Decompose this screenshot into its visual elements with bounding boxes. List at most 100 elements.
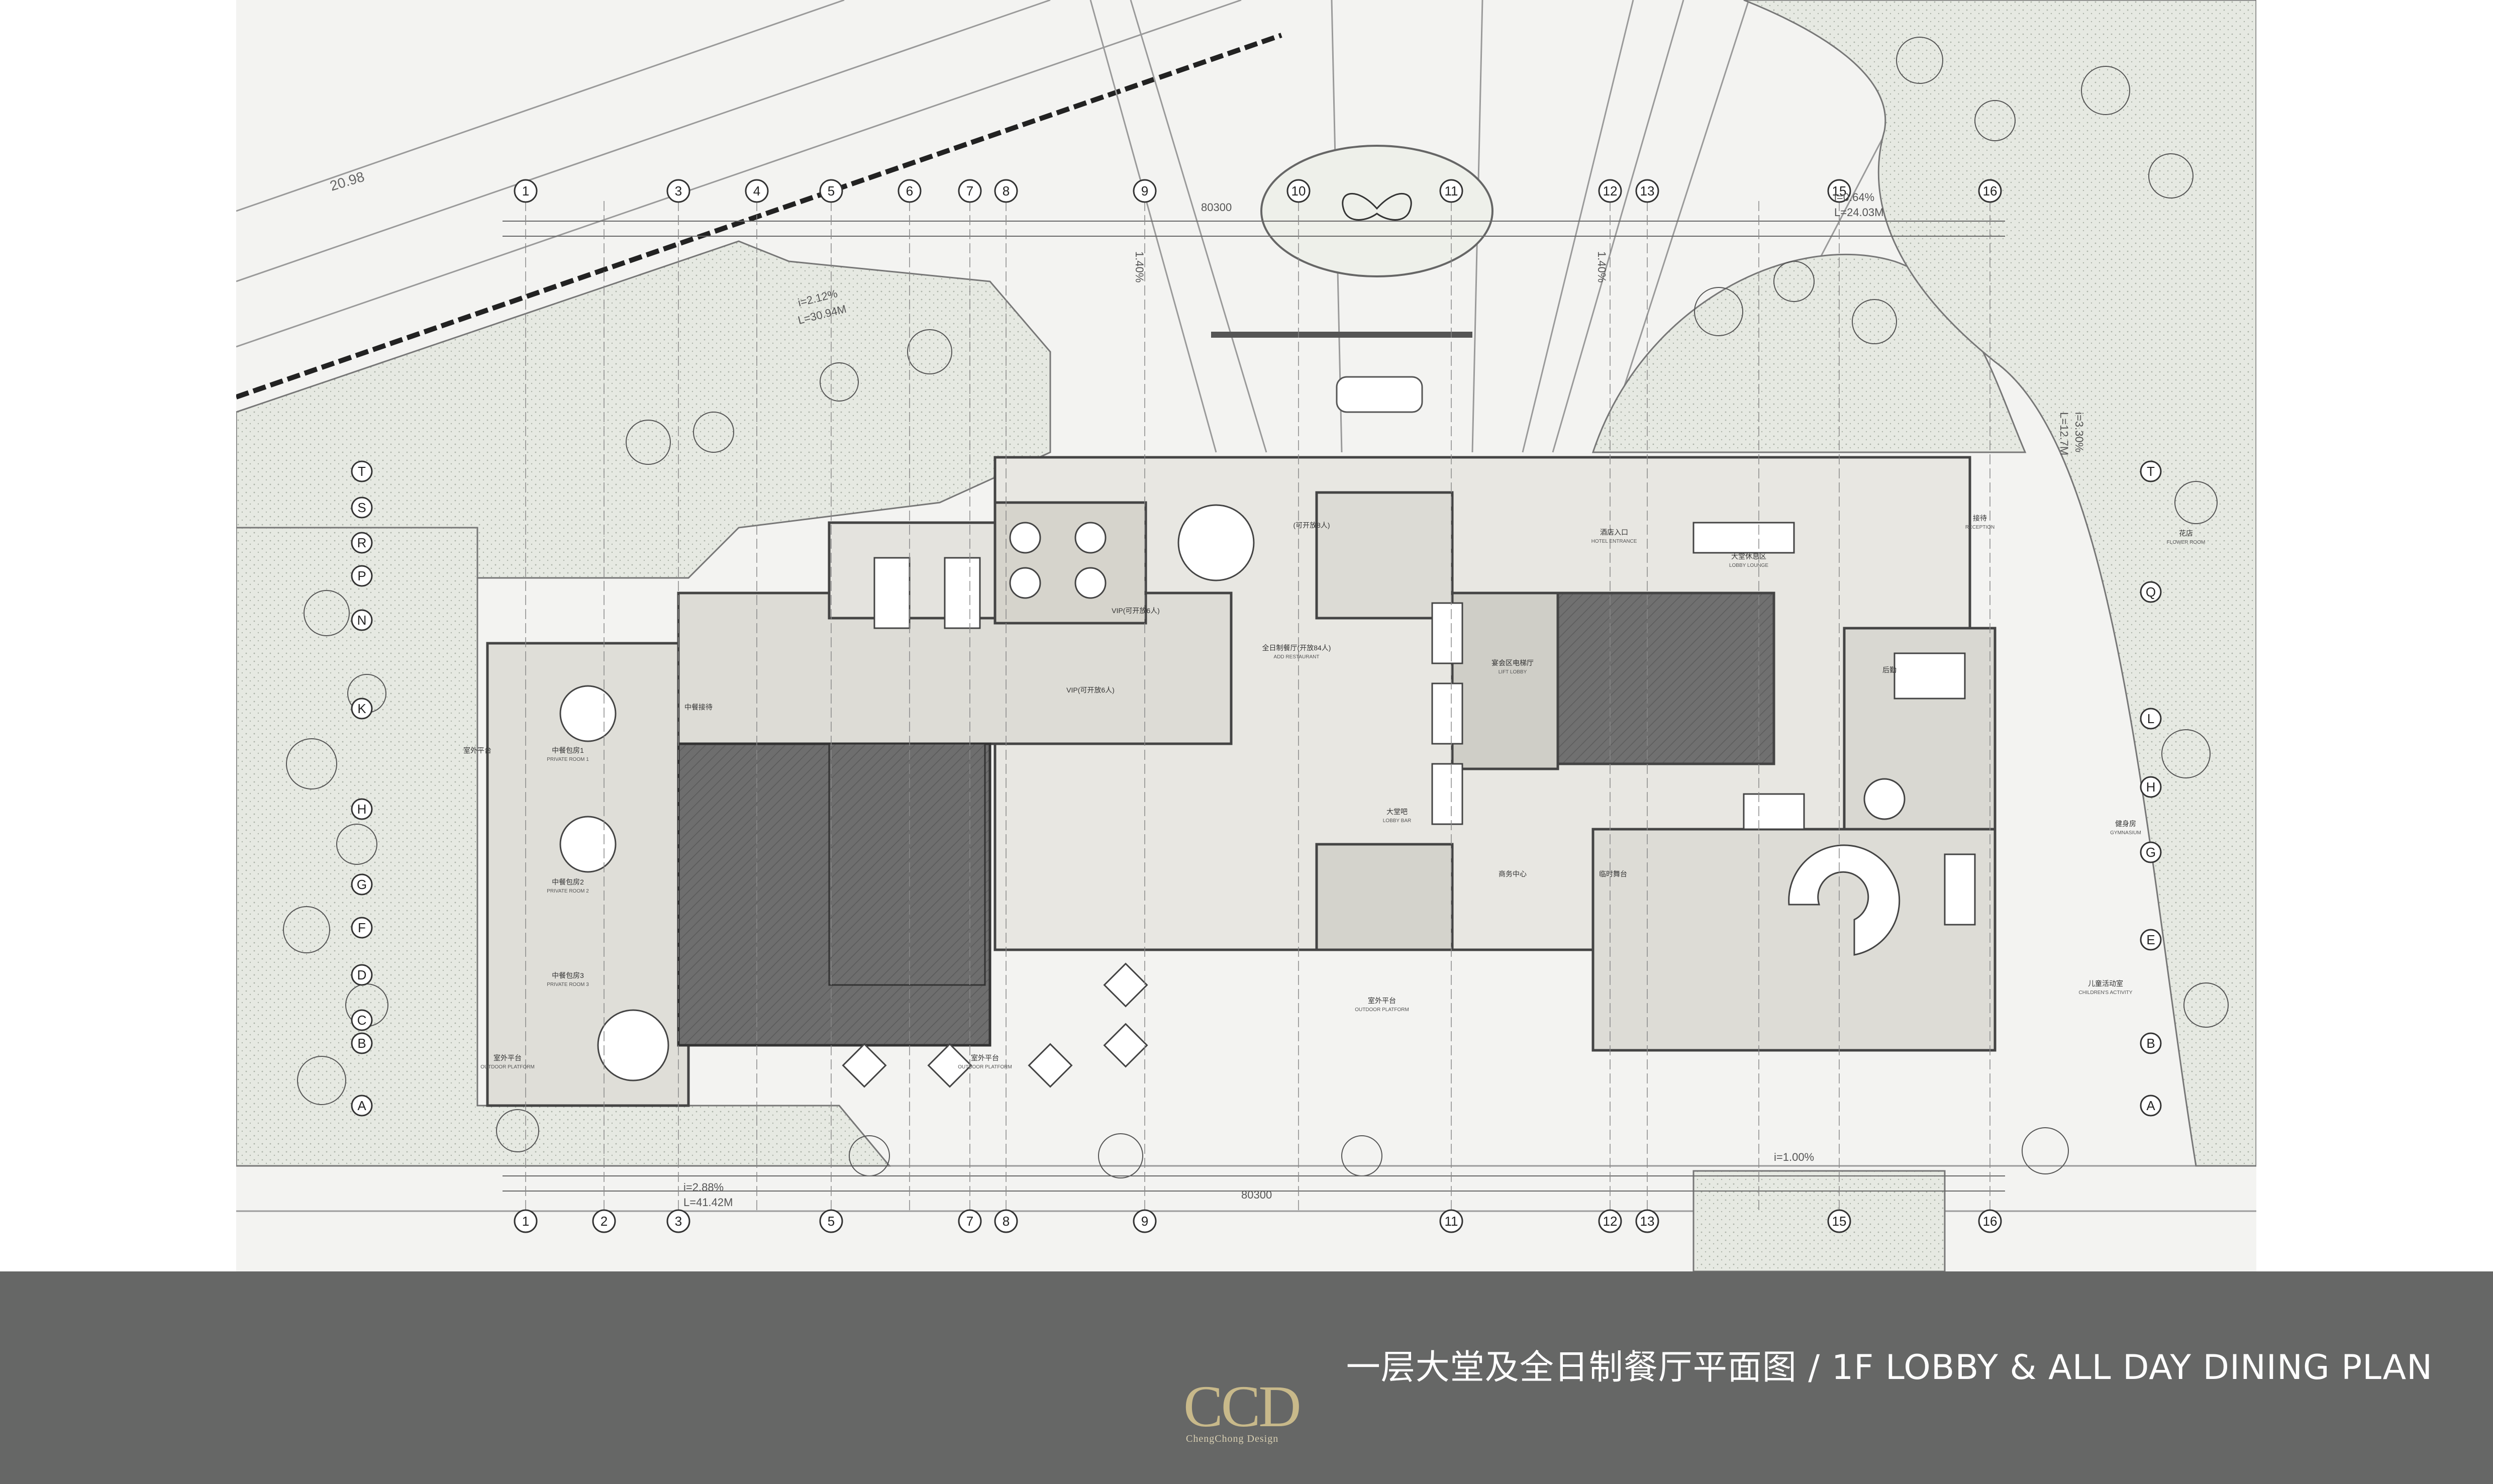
room-label-en: LOBBY BAR — [1383, 818, 1412, 824]
svg-text:5: 5 — [828, 183, 835, 199]
room-label: 临时舞台 — [1599, 870, 1627, 878]
svg-text:13: 13 — [1640, 1214, 1655, 1229]
room-label: 大堂休息区 — [1731, 552, 1766, 560]
room-label-en: PRIVATE ROOM 2 — [547, 888, 589, 894]
grid-column-bubble: 10 — [1286, 179, 1311, 203]
svg-text:S: S — [357, 500, 366, 515]
svg-text:16: 16 — [1983, 1214, 1998, 1229]
grid-column-bubble: 13 — [1635, 179, 1659, 203]
room-label-en: OUTDOOR PLATFORM — [480, 1064, 535, 1070]
grid-column-bubble: 8 — [994, 179, 1018, 203]
grid-row-bubble: T — [351, 460, 373, 482]
svg-text:10: 10 — [1291, 183, 1306, 199]
dimension-lines — [503, 221, 2005, 1192]
grid-row-bubble: C — [351, 1009, 373, 1031]
room-label-en: OUTDOOR PLATFORM — [958, 1064, 1012, 1070]
grid-column-bubble: 16 — [1978, 179, 2002, 203]
svg-text:H: H — [357, 802, 367, 817]
room-label-en: OUTDOOR PLATFORM — [1355, 1007, 1409, 1013]
svg-text:F: F — [358, 920, 366, 935]
spiral-stair — [1788, 844, 1901, 956]
svg-text:12: 12 — [1603, 183, 1618, 199]
room-label: 中餐接待 — [684, 703, 713, 711]
svg-text:2: 2 — [601, 1214, 608, 1229]
svg-text:A: A — [357, 1098, 366, 1113]
ccd-logo-subtitle: ChengChong Design — [1186, 1433, 1279, 1444]
svg-text:12: 12 — [1603, 1214, 1618, 1229]
room-label: 酒店入口 — [1600, 528, 1628, 536]
svg-text:R: R — [357, 535, 367, 550]
drawing-title: 一层大堂及全日制餐厅平面图 / 1F LOBBY & ALL DAY DININ… — [1346, 1348, 2433, 1388]
room-label: 宴会区电梯厅 — [1491, 659, 1534, 667]
grid-column-bubble: 1 — [514, 1209, 538, 1233]
grid-row-bubble: T — [2140, 460, 2162, 482]
svg-text:16: 16 — [1983, 183, 1998, 199]
grid-row-bubble: N — [351, 609, 373, 631]
grid-row-bubble: F — [351, 917, 373, 939]
room-label: 中餐包房1 — [552, 746, 584, 754]
svg-text:13: 13 — [1640, 183, 1655, 199]
grid-row-bubble: A — [351, 1095, 373, 1117]
grid-row-bubble: B — [2140, 1032, 2162, 1054]
grid-bubbles-right: T Q L H G E B A — [2140, 460, 2162, 1117]
room-label: VIP(可开放6人) — [1112, 607, 1160, 615]
room-label-en: RECEPTION — [1965, 525, 1995, 530]
room-label: 室外平台 — [1368, 997, 1396, 1005]
grid-column-bubble: 1 — [514, 179, 538, 203]
grid-column-bubble: 15 — [1827, 179, 1851, 203]
outdoor-tables — [842, 962, 1148, 1088]
svg-text:11: 11 — [1445, 1214, 1458, 1229]
floor-plan-area: 1 3 4 5 6 7 8 9 10 11 12 13 15 16 1 2 3 … — [236, 0, 2256, 1271]
grid-row-bubble: D — [351, 964, 373, 986]
grid-column-bubble: 9 — [1133, 179, 1157, 203]
svg-text:P: P — [357, 568, 366, 583]
svg-text:B: B — [2146, 1036, 2155, 1051]
room-label: VIP(可开放6人) — [1066, 686, 1115, 694]
svg-text:Q: Q — [2146, 584, 2156, 600]
slope-mark: 1.40% — [1595, 251, 1608, 282]
svg-text:T: T — [358, 464, 366, 479]
grid-column-bubble: 7 — [958, 1209, 982, 1233]
room-label: 商务中心 — [1499, 870, 1527, 878]
slope-mark: i=0.64% — [1834, 191, 1874, 204]
room-labels: 中餐包房1 PRIVATE ROOM 1 中餐包房2 PRIVATE ROOM … — [463, 514, 2205, 1070]
slope-mark: i=1.00% — [1774, 1151, 1814, 1163]
dimension-total: 80300 — [1241, 1189, 1272, 1201]
grid-column-bubble: 15 — [1827, 1209, 1851, 1233]
room-label-en: HOTEL ENTRANCE — [1591, 539, 1637, 544]
footer-band — [0, 1271, 2493, 1484]
grid-row-bubble: A — [2140, 1095, 2162, 1117]
svg-text:L: L — [2147, 711, 2154, 726]
butterfly-sculpture — [1342, 192, 1412, 221]
grid-column-bubble: 8 — [994, 1209, 1018, 1233]
svg-text:K: K — [357, 701, 366, 716]
room-label: (可开放8人) — [1293, 521, 1330, 529]
grid-column-bubble: 7 — [958, 179, 982, 203]
svg-text:11: 11 — [1445, 183, 1458, 199]
grid-column-bubble: 2 — [592, 1209, 616, 1233]
grid-bubbles-bottom: 1 2 3 5 7 8 9 11 12 13 15 16 — [514, 1209, 2002, 1233]
kitchen-block-2 — [828, 743, 986, 986]
svg-text:8: 8 — [1003, 1214, 1010, 1229]
svg-text:A: A — [2146, 1098, 2155, 1113]
grid-column-bubble: 5 — [819, 179, 843, 203]
svg-text:D: D — [357, 967, 367, 982]
svg-text:9: 9 — [1141, 183, 1148, 199]
grid-column-bubble: 3 — [666, 1209, 690, 1233]
room-label: 后勤 — [1882, 666, 1897, 674]
grid-column-bubble: 12 — [1598, 1209, 1622, 1233]
grid-row-bubble: E — [2140, 929, 2162, 951]
svg-text:15: 15 — [1832, 183, 1847, 199]
ccd-logo: CCD — [1183, 1373, 1302, 1439]
room-label: 中餐包房2 — [552, 878, 584, 886]
room-label-en: CHILDREN'S ACTIVITY — [2079, 990, 2133, 996]
slope-mark: L=24.03M — [1834, 206, 1883, 219]
grid-column-bubble: 11 — [1439, 1209, 1463, 1233]
room-label-en: ADD RESTAURANT — [1274, 654, 1320, 660]
grid-column-bubble: 6 — [898, 179, 922, 203]
svg-text:C: C — [357, 1013, 367, 1028]
grid-row-bubble: S — [351, 497, 373, 519]
grid-row-bubble: P — [351, 565, 373, 587]
dimension-total: 80300 — [1201, 201, 1232, 214]
svg-text:N: N — [357, 613, 367, 628]
